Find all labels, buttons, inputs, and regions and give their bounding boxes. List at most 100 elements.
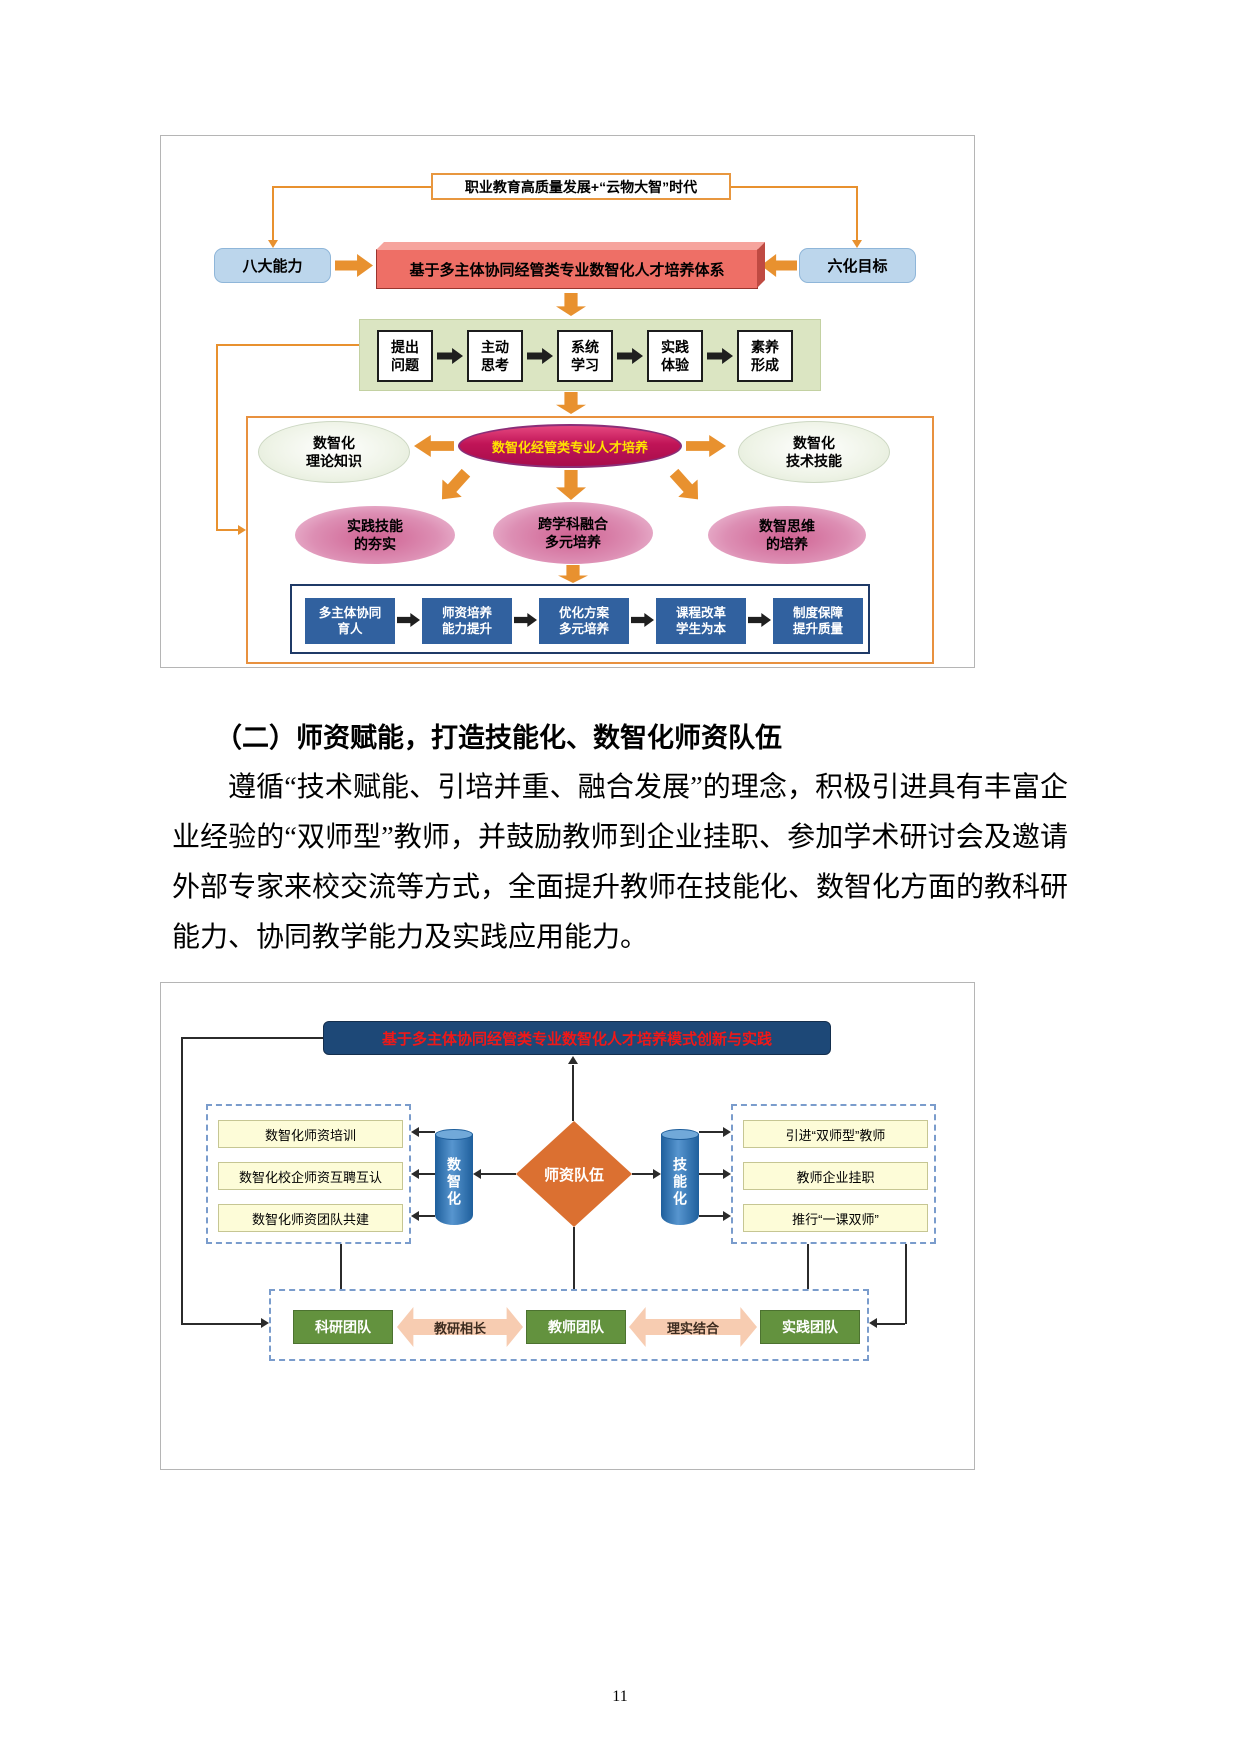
relation-arrow: 教研相长 xyxy=(397,1307,523,1347)
skill-cylinder: 技能化 xyxy=(661,1129,699,1225)
six-goals-box: 六化目标 xyxy=(799,248,916,283)
arrow-right-icon xyxy=(617,348,643,364)
measure-box: 多主体协同 育人 xyxy=(305,598,395,644)
measure-box: 制度保障 提升质量 xyxy=(773,598,863,644)
page-number: 11 xyxy=(612,1688,628,1705)
arrow-right-icon xyxy=(748,613,771,627)
arrowhead-left xyxy=(869,1318,877,1328)
arrowhead-up xyxy=(568,1056,578,1064)
loop-line xyxy=(183,1323,261,1325)
cylinder-body xyxy=(661,1134,699,1225)
measure-item: 数智化校企师资互聘互认 xyxy=(218,1162,403,1190)
connector-line xyxy=(856,186,858,241)
cylinder-top xyxy=(661,1129,699,1140)
section-paragraph: 遵循“技术赋能、引培并重、融合发展”的理念，积极引进具有丰富企业经验的“双师型”… xyxy=(172,772,1069,953)
loop-line xyxy=(181,1037,323,1039)
process-step: 主动 思考 xyxy=(467,330,523,382)
arrowhead-right xyxy=(653,1169,661,1179)
arrowhead-right xyxy=(238,525,246,535)
arrowhead-right xyxy=(261,1318,269,1328)
arrowhead-right xyxy=(723,1169,731,1179)
arrowhead-right xyxy=(723,1127,731,1137)
measure-item: 教师企业挂职 xyxy=(743,1162,928,1190)
relation-arrow: 理实结合 xyxy=(629,1307,757,1347)
feedback-line xyxy=(216,344,218,531)
outcome-ellipse: 实践技能 的夯实 xyxy=(295,506,455,564)
arrow-down-right-icon xyxy=(664,464,707,508)
digital-measures-group: 数智化师资培训 数智化校企师资互聘互认 数智化师资团队共建 xyxy=(206,1104,411,1244)
arrowhead-down xyxy=(852,240,862,248)
relation-label: 理实结合 xyxy=(666,1320,719,1336)
loop-line xyxy=(181,1037,183,1325)
arrow-down-icon xyxy=(556,392,586,414)
outcome-ellipse: 数智思维 的培养 xyxy=(708,506,866,564)
arrow-right-icon xyxy=(335,254,373,277)
feedback-line xyxy=(216,344,359,346)
arrowhead-right xyxy=(723,1211,731,1221)
process-step: 提出 问题 xyxy=(377,330,433,382)
feedback-line xyxy=(216,529,240,531)
loop-line xyxy=(905,1244,907,1324)
connector-line xyxy=(419,1215,435,1217)
process-step: 素养 形成 xyxy=(737,330,793,382)
arrow-down-left-icon xyxy=(432,464,475,508)
teacher-team-diamond: 师资队伍 xyxy=(516,1121,632,1227)
skill-ellipse: 数智化 技术技能 xyxy=(738,421,890,483)
loop-line xyxy=(877,1323,905,1325)
measure-box: 课程改革 学生为本 xyxy=(656,598,746,644)
arrowhead-left xyxy=(411,1169,419,1179)
arrow-right-icon xyxy=(437,348,463,364)
cylinder-label: 技能化 xyxy=(672,1156,688,1208)
arrow-right-icon xyxy=(514,613,537,627)
figure-talent-system: 职业教育高质量发展+“云物大智”时代 八大能力 六化目标 基于多主体协同经管类专… xyxy=(160,135,975,668)
arrow-right-icon xyxy=(631,613,654,627)
measure-box: 优化方案 多元培养 xyxy=(539,598,629,644)
training-region: 数智化经管类专业人才培养 数智化 理论知识 数智化 技术技能 实践技能 的夯实 … xyxy=(246,416,934,664)
team-box: 教师团队 xyxy=(526,1310,626,1344)
arrow-right-icon xyxy=(686,435,726,457)
process-step: 系统 学习 xyxy=(557,330,613,382)
connector-line xyxy=(273,186,431,188)
arrow-left-icon xyxy=(414,435,454,457)
cylinder-top xyxy=(435,1129,473,1140)
arrow-left-icon xyxy=(761,254,797,277)
measure-item: 数智化师资团队共建 xyxy=(218,1204,403,1232)
measures-row: 多主体协同 育人 师资培养 能力提升 优化方案 多元培养 课程改革 学生为本 制… xyxy=(290,584,870,654)
outcome-ellipse: 跨学科融合 多元培养 xyxy=(493,502,653,564)
team-box: 科研团队 xyxy=(293,1310,393,1344)
cylinder-label: 数智化 xyxy=(446,1156,462,1208)
arrowhead-left xyxy=(473,1169,481,1179)
arrow-right-icon xyxy=(397,613,420,627)
connector-line xyxy=(699,1215,723,1217)
team-box: 实践团队 xyxy=(760,1310,860,1344)
era-box: 职业教育高质量发展+“云物大智”时代 xyxy=(431,173,731,200)
connector-line xyxy=(699,1173,723,1175)
teams-group: 科研团队 教研相长 教师团队 理实结合 实践团队 xyxy=(269,1289,869,1361)
connector-line xyxy=(632,1173,653,1175)
arrow-down-icon xyxy=(556,470,586,500)
arrow-down-icon xyxy=(558,565,588,583)
eight-capabilities-box: 八大能力 xyxy=(214,248,331,283)
connector-line xyxy=(419,1173,435,1175)
figure-banner: 基于多主体协同经管类专业数智化人才培养模式创新与实践 xyxy=(323,1021,831,1055)
connector-line xyxy=(731,186,858,188)
arrowhead-left xyxy=(411,1127,419,1137)
connector-line xyxy=(272,186,274,241)
measure-item: 引进“双师型”教师 xyxy=(743,1120,928,1148)
process-step: 实践 体验 xyxy=(647,330,703,382)
theory-ellipse: 数智化 理论知识 xyxy=(258,421,410,483)
arrowhead-left xyxy=(411,1211,419,1221)
measure-item: 数智化师资培训 xyxy=(218,1120,403,1148)
skill-measures-group: 引进“双师型”教师 教师企业挂职 推行“一课双师” xyxy=(731,1104,936,1244)
connector-line xyxy=(699,1131,723,1133)
connector-line xyxy=(573,1227,575,1299)
connector-line xyxy=(481,1173,516,1175)
process-panel: 提出 问题 主动 思考 系统 学习 实践 体验 素养 形成 xyxy=(359,319,821,391)
figure-teacher-team: 基于多主体协同经管类专业数智化人才培养模式创新与实践 师资队伍 数智化 技能化 … xyxy=(160,982,975,1470)
cylinder-body xyxy=(435,1134,473,1225)
relation-label: 教研相长 xyxy=(433,1320,486,1336)
arrow-right-icon xyxy=(707,348,733,364)
measure-box: 师资培养 能力提升 xyxy=(422,598,512,644)
arrow-right-icon xyxy=(527,348,553,364)
